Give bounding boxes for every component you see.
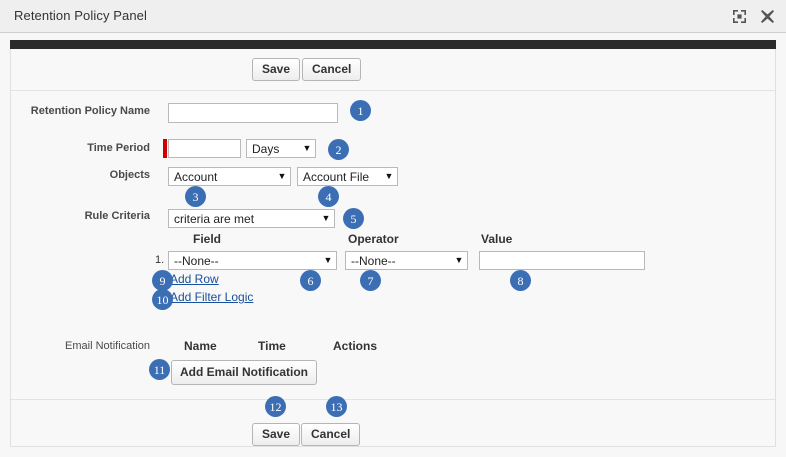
objects-primary-value: Account bbox=[174, 169, 218, 184]
cancel-button-top[interactable]: Cancel bbox=[302, 58, 362, 81]
callout-badge-9: 9 bbox=[152, 270, 173, 291]
chevron-down-icon: ▼ bbox=[384, 171, 394, 181]
email-column-actions: Actions bbox=[333, 339, 378, 353]
criteria-operator-select[interactable]: --None-- ▼ bbox=[345, 251, 468, 270]
save-button-top[interactable]: Save bbox=[252, 58, 301, 81]
callout-badge-11: 11 bbox=[149, 359, 170, 380]
retention-policy-name-input[interactable] bbox=[168, 103, 338, 123]
criteria-value-input[interactable] bbox=[479, 251, 645, 270]
callout-badge-2: 2 bbox=[328, 139, 349, 160]
rule-criteria-select[interactable]: criteria are met ▼ bbox=[168, 209, 335, 228]
callout-badge-7: 7 bbox=[360, 270, 381, 291]
callout-badge-4: 4 bbox=[318, 186, 339, 207]
objects-secondary-select[interactable]: Account File ▼ bbox=[297, 167, 398, 186]
panel-header-strip bbox=[10, 40, 776, 49]
time-period-label: Time Period bbox=[87, 142, 150, 154]
callout-badge-6: 6 bbox=[300, 270, 321, 291]
expand-icon[interactable] bbox=[728, 5, 750, 27]
criteria-row-number: 1. bbox=[155, 254, 165, 266]
rule-criteria-label: Rule Criteria bbox=[84, 210, 150, 222]
criteria-field-select[interactable]: --None-- ▼ bbox=[168, 251, 337, 270]
objects-secondary-value: Account File bbox=[303, 169, 370, 184]
toolbar-bottom bbox=[11, 399, 775, 446]
close-icon[interactable] bbox=[756, 5, 778, 27]
add-filter-logic-link[interactable]: Add Filter Logic bbox=[170, 290, 254, 304]
toolbar-top bbox=[11, 49, 775, 91]
chevron-down-icon: ▼ bbox=[454, 255, 464, 265]
criteria-operator-value: --None-- bbox=[351, 253, 396, 268]
chevron-down-icon: ▼ bbox=[321, 213, 331, 223]
email-notification-label: Email Notification bbox=[65, 340, 150, 352]
objects-label: Objects bbox=[109, 169, 150, 181]
chevron-down-icon: ▼ bbox=[277, 171, 287, 181]
window-title: Retention Policy Panel bbox=[14, 8, 147, 23]
callout-badge-12: 12 bbox=[265, 396, 286, 417]
add-email-notification-button[interactable]: Add Email Notification bbox=[171, 360, 318, 385]
email-column-time: Time bbox=[258, 339, 286, 353]
time-period-input[interactable] bbox=[168, 139, 241, 158]
email-column-name: Name bbox=[184, 339, 217, 353]
time-period-unit-value: Days bbox=[252, 141, 280, 156]
criteria-column-value: Value bbox=[481, 232, 513, 246]
criteria-field-value: --None-- bbox=[174, 253, 219, 268]
add-row-link[interactable]: Add Row bbox=[170, 272, 219, 286]
callout-badge-13: 13 bbox=[326, 396, 347, 417]
callout-badge-5: 5 bbox=[343, 208, 364, 229]
chevron-down-icon: ▼ bbox=[323, 255, 333, 265]
save-button-bottom[interactable]: Save bbox=[252, 423, 301, 446]
callout-badge-3: 3 bbox=[185, 186, 206, 207]
cancel-button-bottom[interactable]: Cancel bbox=[301, 423, 361, 446]
required-indicator-icon bbox=[163, 139, 167, 158]
callout-badge-10: 10 bbox=[152, 289, 173, 310]
callout-badge-8: 8 bbox=[510, 270, 531, 291]
callout-badge-1: 1 bbox=[350, 100, 371, 121]
criteria-column-operator: Operator bbox=[348, 232, 399, 246]
rule-criteria-value: criteria are met bbox=[174, 211, 255, 226]
criteria-column-field: Field bbox=[193, 232, 222, 246]
time-period-unit-select[interactable]: Days ▼ bbox=[246, 139, 316, 158]
retention-policy-name-label: Retention Policy Name bbox=[30, 105, 150, 117]
window-titlebar: Retention Policy Panel bbox=[0, 0, 786, 33]
panel-body bbox=[10, 49, 776, 447]
chevron-down-icon: ▼ bbox=[302, 143, 312, 153]
objects-primary-select[interactable]: Account ▼ bbox=[168, 167, 291, 186]
